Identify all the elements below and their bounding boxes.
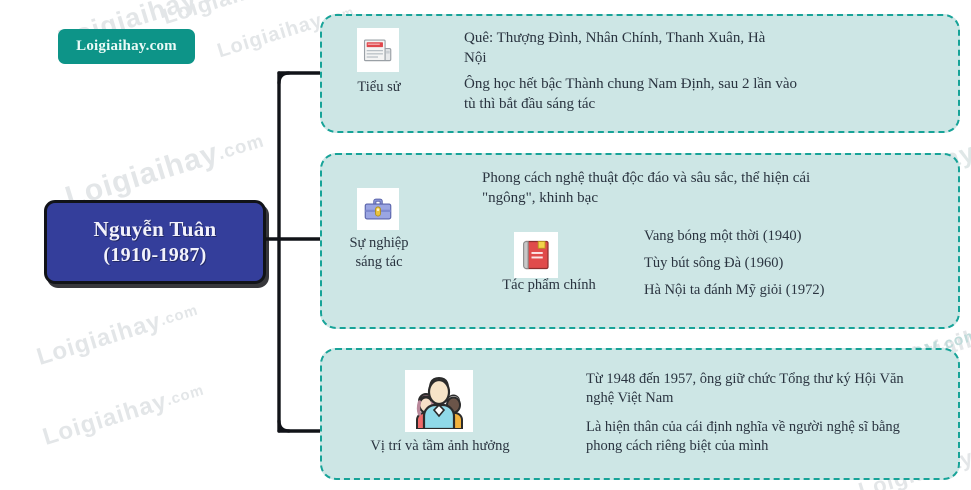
root-node-name: Nguyễn Tuân [93,217,217,242]
branch-label-tieu-su: Tiểu sử [357,79,401,95]
leaf-tac-pham-2: Tùy bút sông Đà (1960) [644,255,784,271]
detail-tieu-su-1: Quê: Thượng Đình, Nhân Chính, Thanh Xuân… [464,30,766,66]
detail-su-nghiep-1: Phong cách nghệ thuật độc đáo và sâu sắc… [482,170,811,206]
newspaper-icon-glyph [363,39,392,62]
brand-label: Loigiaihay.com [76,38,177,54]
newspaper-icon [357,28,399,72]
detail-vi-tri-1: Từ 1948 đến 1957, ông giữ chức Tổng thư … [586,371,904,407]
root-node-years: (1910-1987) [103,243,207,266]
detail-vi-tri-2: Là hiện thân của cái định nghĩa về người… [586,419,900,455]
leaf-tac-pham-3: Hà Nội ta đánh Mỹ giỏi (1972) [644,282,825,298]
book-icon [514,232,558,278]
family-icon-glyph [416,377,463,429]
branch-label-su-nghiep-sang-tac: Sự nghiệp sáng tác [349,235,409,270]
leaf-tac-pham-1: Vang bóng một thời (1940) [644,228,802,244]
family-icon [405,370,473,432]
briefcase-icon-glyph [364,198,392,220]
watermark: Loigiaihay.com [33,302,201,371]
book-icon-glyph [523,240,549,270]
branch-label-tac-pham-chinh: Tác phẩm chính [502,277,596,293]
root-node[interactable]: Nguyễn Tuân (1910-1987) [44,200,266,284]
watermark: Loigiaihay.com [160,0,315,30]
branch-panel-su-nghiep-sang-tac [320,153,960,329]
branch-label-vi-tri-tam-anh-huong: Vị trí và tầm ảnh hưởng [370,438,510,454]
briefcase-icon [357,188,399,230]
watermark: Loigiaihay.com [39,382,207,451]
brand-badge[interactable]: Loigiaihay.com [58,29,195,64]
detail-tieu-su-2: Ông học hết bậc Thành chung Nam Định, sa… [464,76,797,112]
